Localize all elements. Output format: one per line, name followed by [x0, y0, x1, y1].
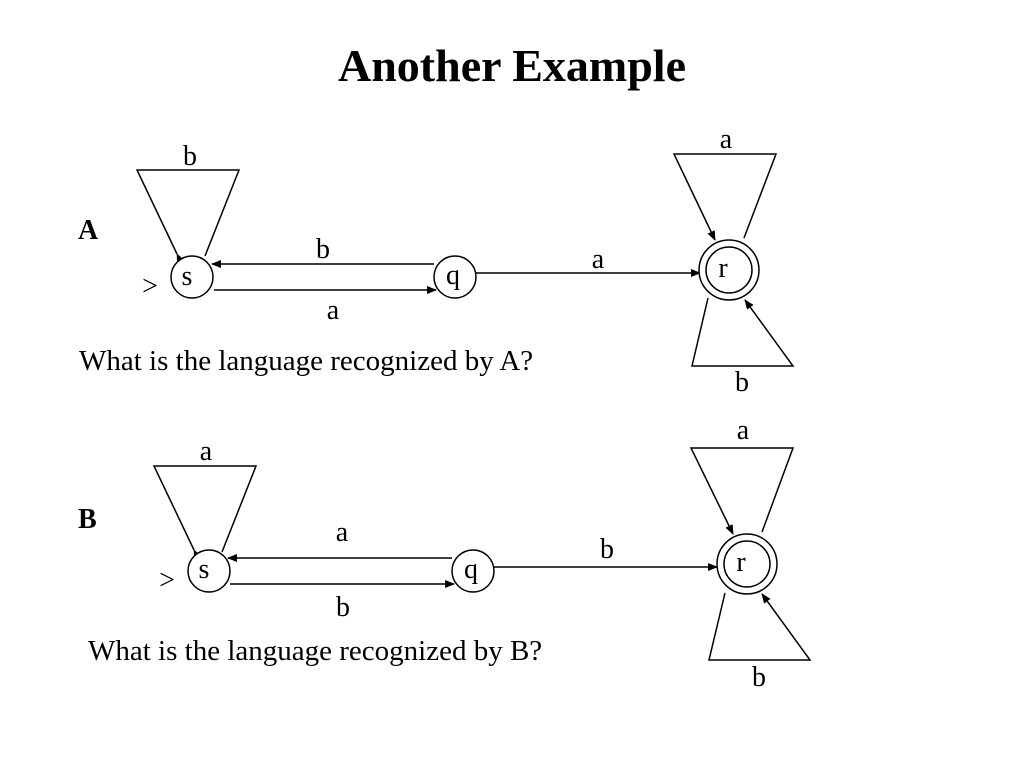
a-s-self-loop-edge	[135, 169, 241, 264]
a-r-top-loop-edge	[672, 153, 778, 241]
automaton-a: A b b a a a b s q r > What is the langua…	[78, 124, 795, 398]
slide-title: Another Example	[338, 40, 686, 91]
b-s-self-loop-label: a	[200, 436, 213, 467]
a-q-to-s-label: b	[316, 234, 330, 265]
b-state-s-label: s	[199, 554, 210, 585]
b-r-bottom-loop-edge	[708, 592, 812, 661]
a-r-top-loop-label: a	[720, 124, 733, 155]
a-r-bottom-loop-label: b	[735, 367, 749, 398]
b-s-self-loop-edge	[152, 465, 258, 560]
automaton-a-label: A	[78, 215, 99, 246]
a-s-self-loop-label: b	[183, 141, 197, 172]
b-q-to-r-label: b	[600, 534, 614, 565]
b-state-r-inner	[723, 540, 771, 588]
a-q-to-r-label: a	[592, 244, 605, 275]
automaton-b: B a a b b a b s q r > What is the langua…	[78, 415, 812, 693]
a-question: What is the language recognized by A?	[79, 345, 533, 377]
a-state-q-label: q	[446, 260, 460, 291]
b-state-q-label: q	[464, 554, 478, 585]
a-state-r-inner	[705, 246, 753, 294]
a-s-to-q-label: a	[327, 295, 340, 326]
a-state-r-label: r	[718, 253, 728, 284]
a-state-s-label: s	[182, 261, 193, 292]
b-s-to-q-label: b	[336, 592, 350, 623]
b-r-top-loop-label: a	[737, 415, 750, 446]
automaton-b-label: B	[78, 504, 97, 535]
b-question: What is the language recognized by B?	[88, 635, 542, 667]
b-state-s	[187, 549, 231, 593]
a-state-q	[433, 255, 477, 299]
b-r-bottom-loop-label: b	[752, 662, 766, 693]
b-state-r-label: r	[736, 547, 746, 578]
a-state-s	[170, 255, 214, 299]
b-state-q	[451, 549, 495, 593]
a-start-marker: >	[142, 271, 158, 302]
b-q-to-s-label: a	[336, 517, 349, 548]
b-start-marker: >	[159, 565, 175, 596]
a-r-bottom-loop-edge	[691, 297, 795, 367]
b-r-top-loop-edge	[689, 447, 795, 535]
